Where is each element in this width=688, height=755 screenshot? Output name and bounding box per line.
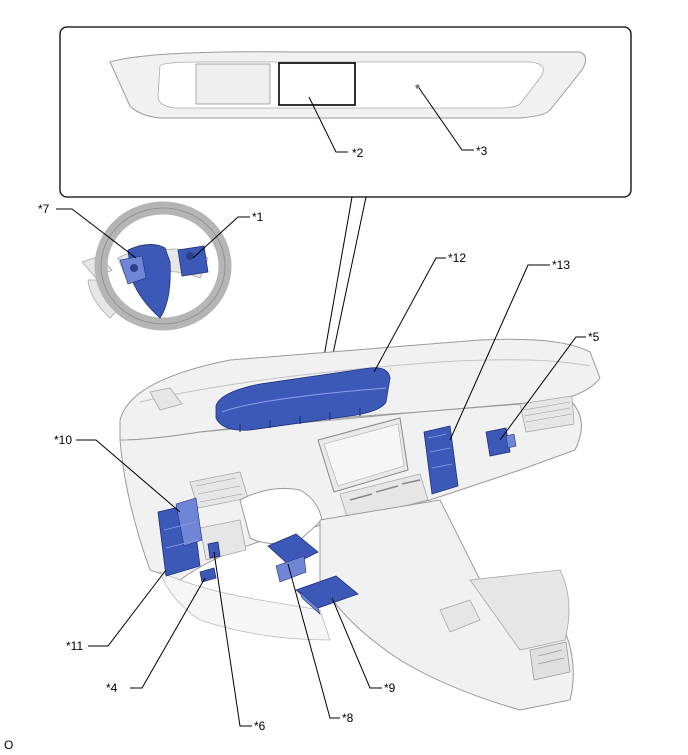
module-8 (267, 533, 319, 583)
zoom-callout-box (59, 26, 632, 369)
callout-10-label: *10 (54, 433, 72, 447)
figure-code: O (4, 738, 14, 752)
ecu-left-10-11 (157, 497, 203, 577)
callout-4-label: *4 (106, 681, 118, 695)
callout-7-label: *7 (38, 202, 50, 216)
callout-13-label: *13 (552, 258, 570, 272)
callout-11-label: *11 (66, 639, 83, 653)
callout-3-label: *3 (476, 144, 488, 158)
module-9 (295, 575, 359, 615)
ecu-right-13 (423, 425, 459, 495)
callout-1-label: *1 (252, 210, 264, 224)
steering-wheel-inset (81, 201, 232, 331)
small-connector-4 (199, 567, 217, 583)
leader-lines (56, 87, 586, 727)
left-display-area (195, 63, 271, 105)
steering-switch-right (177, 245, 209, 277)
combination-meter (215, 367, 391, 432)
sensor-dot (415, 84, 420, 89)
callout-9-label: *9 (384, 681, 396, 695)
switch-6 (207, 541, 221, 559)
multi-display-outline (278, 62, 356, 106)
callout-5-label: *5 (588, 330, 600, 344)
center-console (319, 499, 574, 711)
callout-12-label: *12 (448, 251, 466, 265)
callout-8-label: *8 (342, 711, 354, 725)
callout-2-label: *2 (352, 146, 364, 160)
callout-6-label: *6 (254, 719, 266, 733)
